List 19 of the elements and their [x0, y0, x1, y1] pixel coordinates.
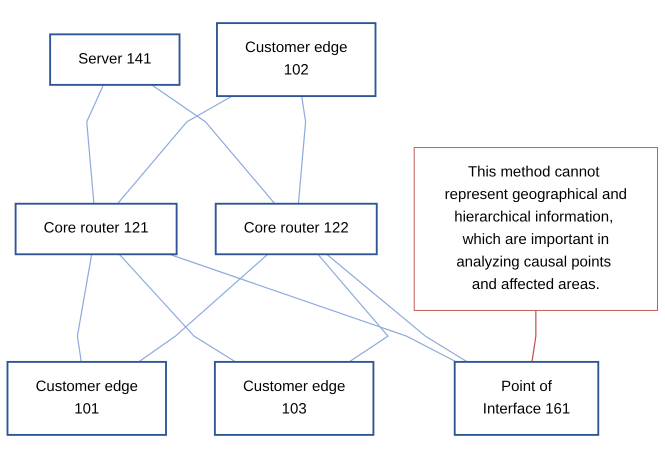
- node-box: Core router 122: [214, 202, 378, 256]
- connector: [118, 254, 236, 362]
- connector: [117, 96, 232, 204]
- node-box: This method cannot represent geographical and hierarchical information, which are important in analyzing causal points and affected areas.: [414, 147, 658, 311]
- node-box: Customer edge 101: [6, 360, 167, 436]
- node-box: Customer edge 102: [216, 22, 376, 98]
- connector: [317, 254, 389, 362]
- connector: [138, 254, 268, 362]
- connector: [169, 254, 456, 362]
- connector: [76, 254, 92, 362]
- connector: [86, 84, 104, 204]
- connector: [151, 84, 276, 204]
- connector: [326, 254, 468, 362]
- connector: [298, 96, 306, 204]
- node-box: Customer edge 103: [214, 360, 374, 436]
- connector: [531, 310, 536, 362]
- node-box: Server 141: [49, 33, 180, 86]
- node-box: Point of Interface 161: [454, 360, 600, 436]
- node-box: Core router 121: [14, 202, 178, 256]
